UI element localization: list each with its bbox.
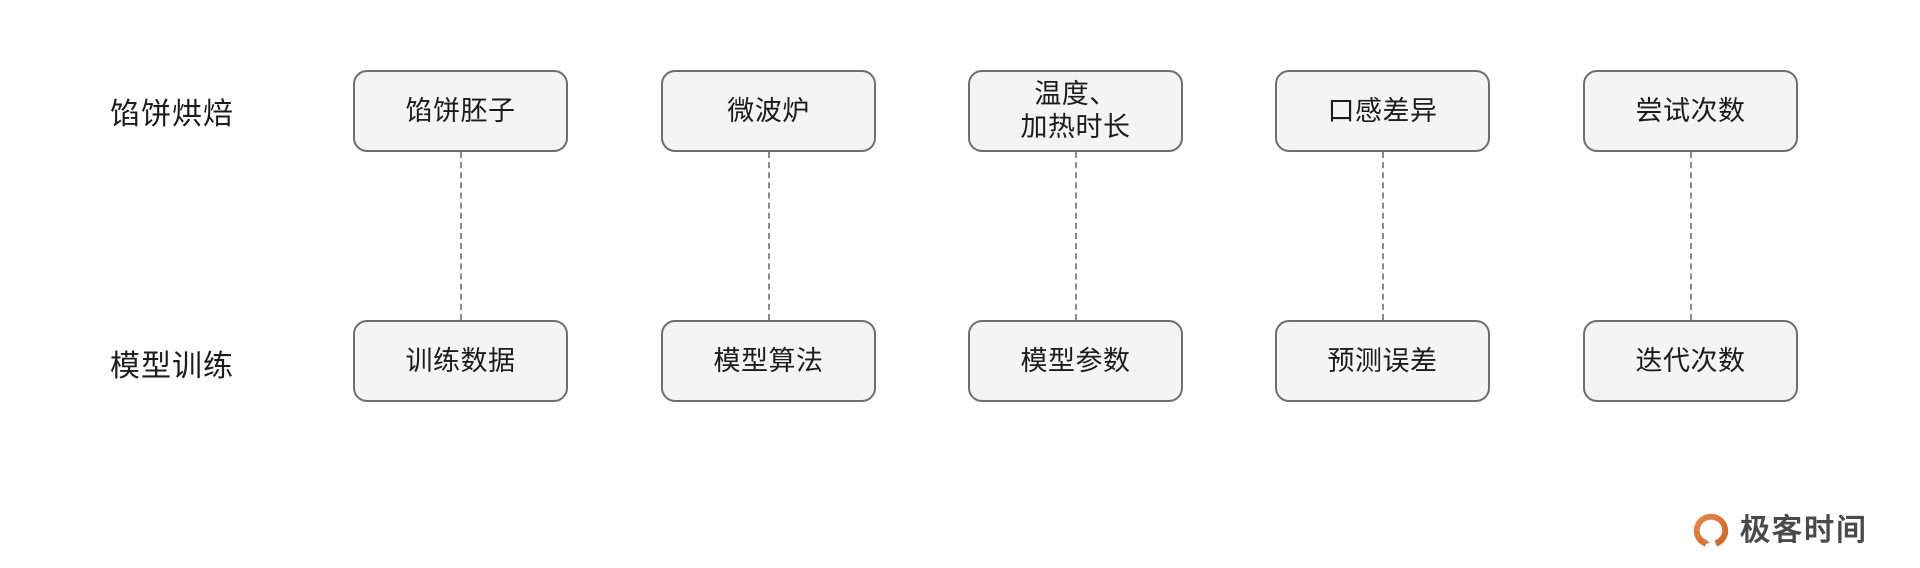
node-label: 尝试次数	[1635, 95, 1746, 126]
node-row2-col1[interactable]: 训练数据	[353, 320, 568, 402]
node-label: 模型参数	[1020, 345, 1131, 376]
node-label: 口感差异	[1327, 95, 1438, 126]
node-row2-col4[interactable]: 预测误差	[1275, 320, 1490, 402]
geek-time-logo-icon	[1693, 513, 1729, 547]
connector-column-3	[1075, 152, 1077, 320]
node-label: 模型算法	[713, 345, 824, 376]
node-row2-col2[interactable]: 模型算法	[661, 320, 876, 402]
watermark-label: 极客时间	[1740, 514, 1868, 547]
node-row1-col2[interactable]: 微波炉	[661, 70, 876, 152]
connector-column-1	[460, 152, 462, 320]
connector-column-2	[768, 152, 770, 320]
connector-column-5	[1690, 152, 1692, 320]
node-row1-col3[interactable]: 温度、 加热时长	[968, 70, 1183, 152]
node-label: 馅饼胚子	[405, 95, 516, 126]
connector-column-4	[1382, 152, 1384, 320]
node-label: 微波炉	[727, 95, 810, 126]
node-row1-col1[interactable]: 馅饼胚子	[353, 70, 568, 152]
row-label-baking: 馅饼烘焙	[110, 98, 234, 131]
node-label: 训练数据	[405, 345, 516, 376]
row-label-model-training: 模型训练	[110, 350, 234, 383]
node-label: 迭代次数	[1635, 345, 1746, 376]
watermark: 极客时间	[1692, 512, 1868, 550]
node-label: 温度、 加热时长	[1020, 79, 1131, 142]
node-row1-col5[interactable]: 尝试次数	[1583, 70, 1798, 152]
node-row2-col3[interactable]: 模型参数	[968, 320, 1183, 402]
node-row1-col4[interactable]: 口感差异	[1275, 70, 1490, 152]
node-label: 预测误差	[1327, 345, 1438, 376]
node-row2-col5[interactable]: 迭代次数	[1583, 320, 1798, 402]
